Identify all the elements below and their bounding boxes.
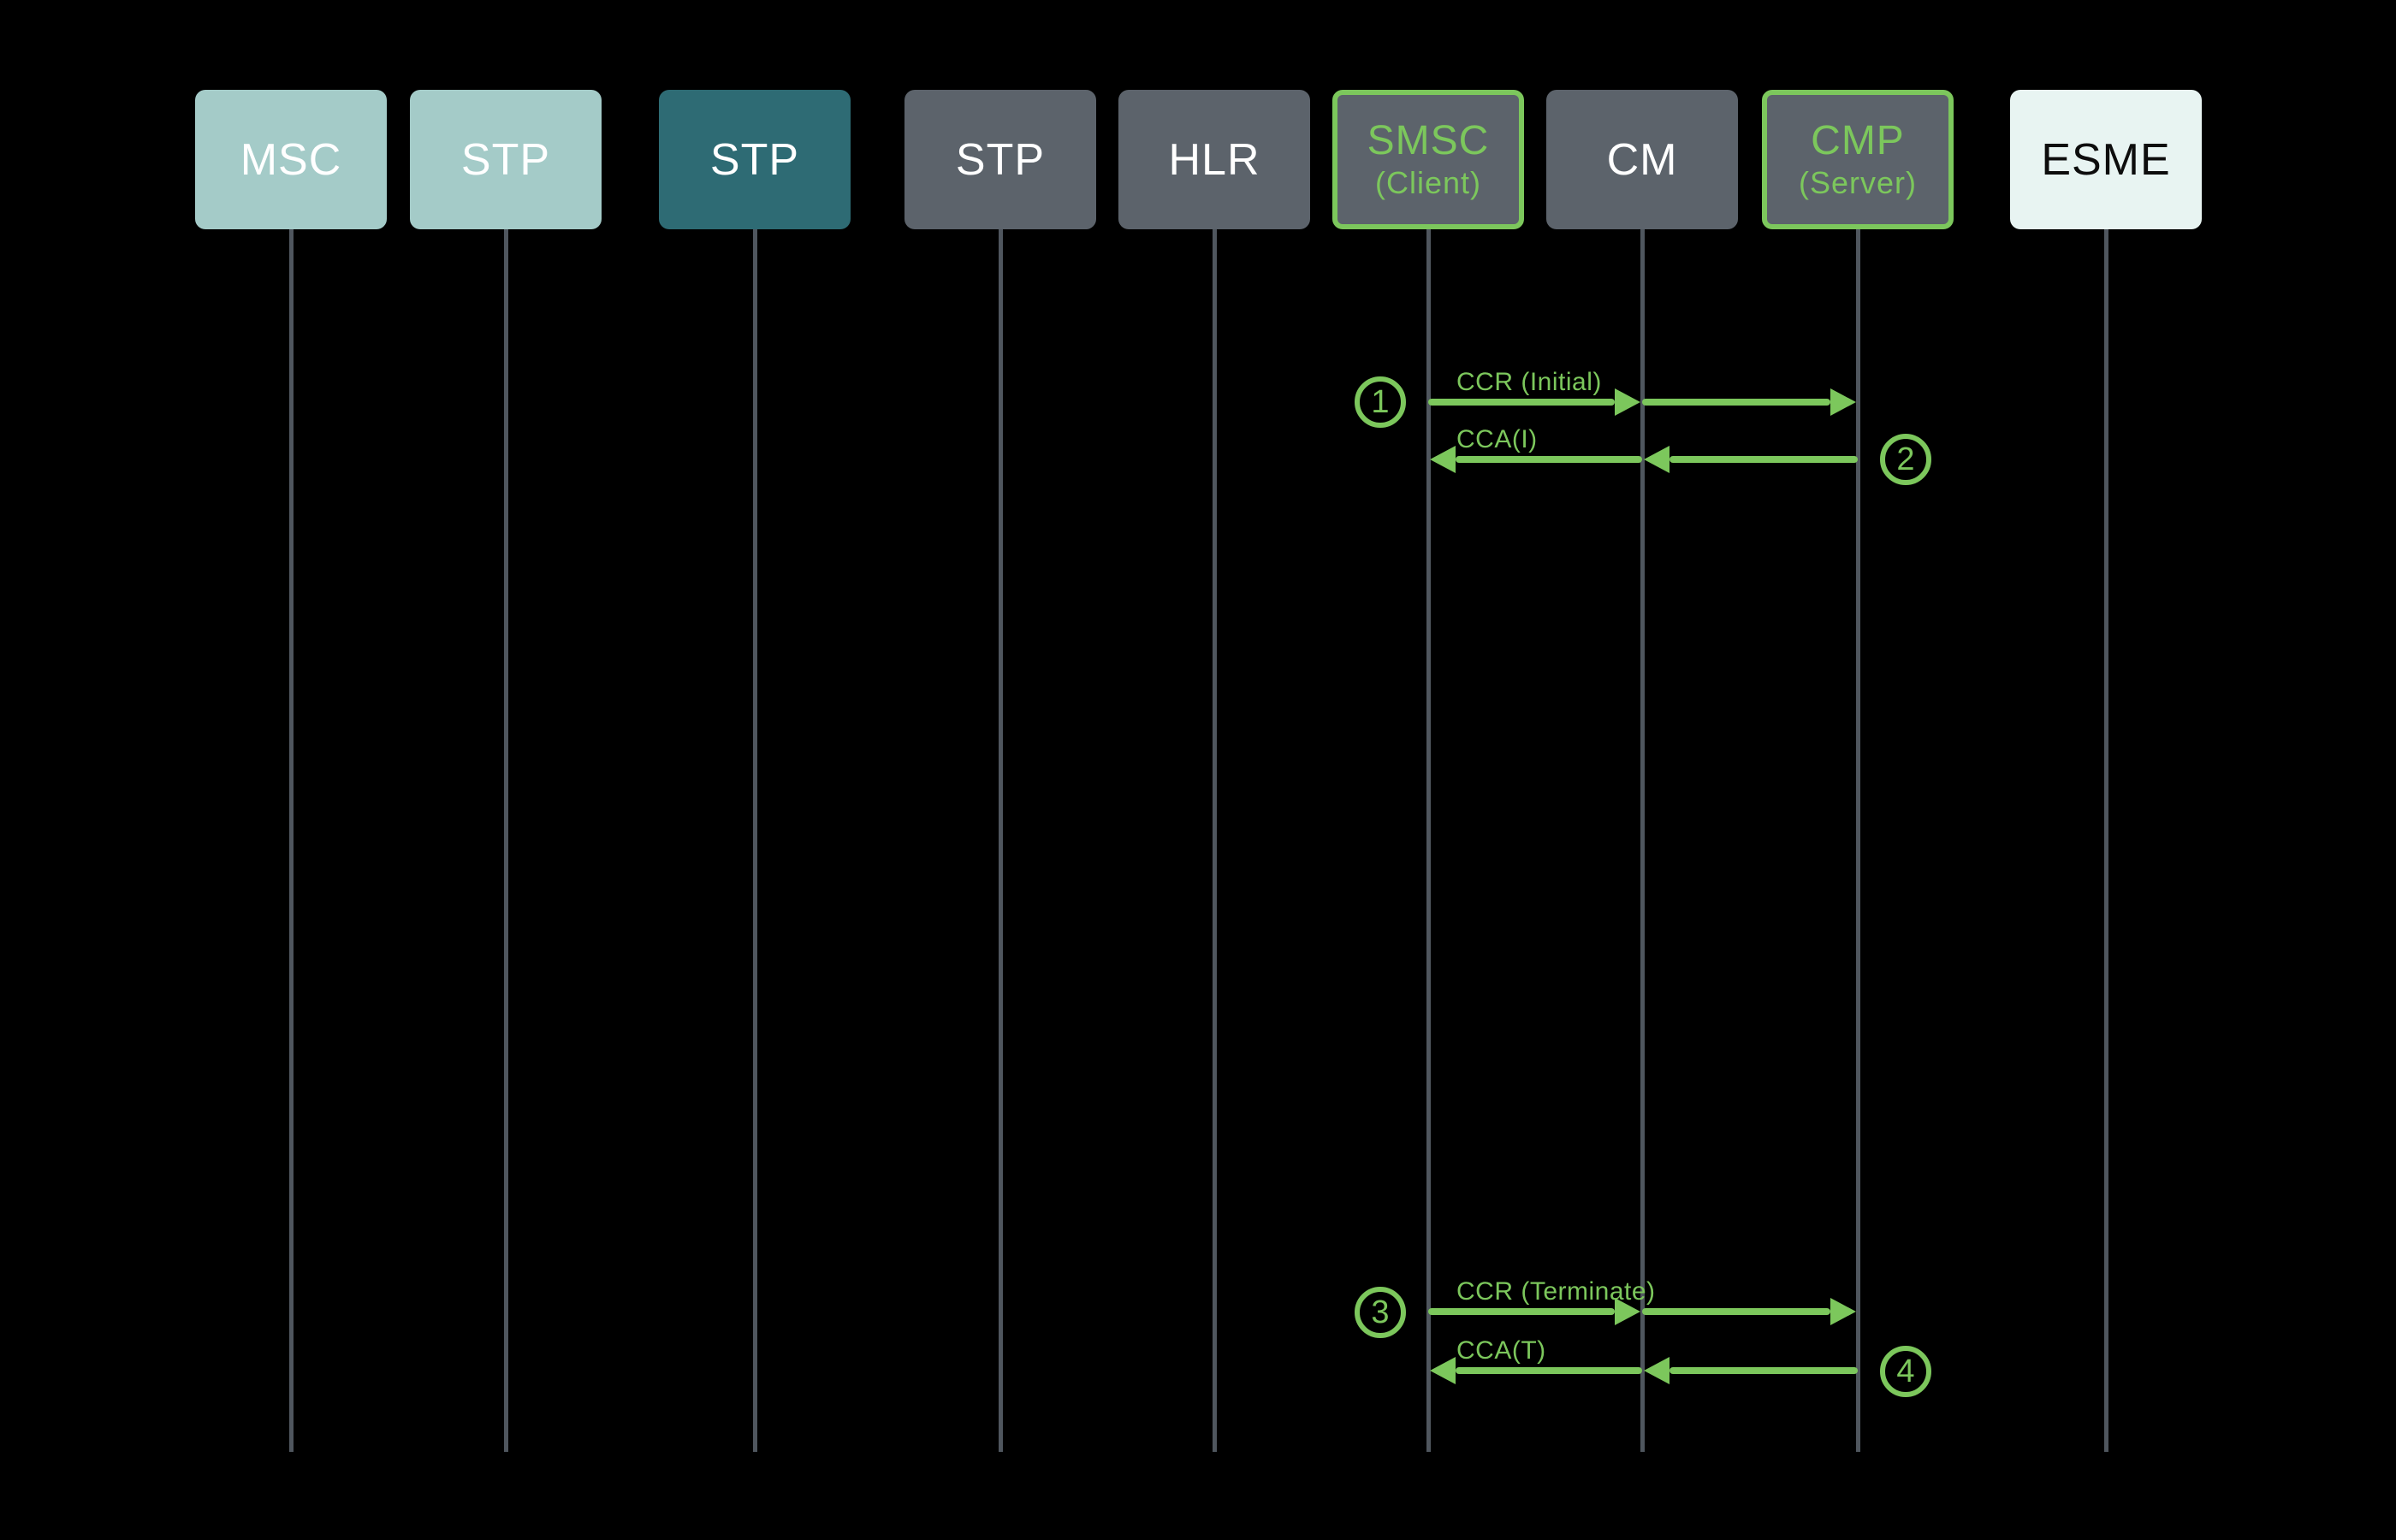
lifeline-esme [2104,229,2108,1452]
lifeline-cmp [1856,229,1860,1452]
message-arrow-ccr-initial-seg2 [1642,388,1856,416]
step-number: 1 [1371,383,1390,420]
arrowhead-right-icon [1830,388,1856,416]
actor-box-msc: MSC [195,90,387,229]
step-circle-4: 4 [1880,1346,1931,1397]
actor-label: STP [460,134,551,185]
actor-label: CM [1606,134,1678,185]
actor-label: MSC [240,134,342,185]
lifeline-stp-2 [753,229,757,1452]
message-label-cca-t: CCA(T) [1456,1336,1546,1365]
arrowhead-left-icon [1644,1357,1669,1384]
message-arrow-cca-i-seg1 [1430,446,1642,473]
arrowhead-left-icon [1430,446,1456,473]
message-arrow-cca-t-seg2 [1644,1357,1858,1384]
step-number: 4 [1896,1353,1915,1389]
actor-box-cm: CM [1546,90,1738,229]
actor-box-stp-1: STP [410,90,602,229]
actor-sublabel: (Server) [1798,164,1917,200]
actor-box-stp-3: STP [904,90,1096,229]
arrowhead-right-icon [1830,1298,1856,1325]
actor-box-smsc-client: SMSC (Client) [1332,90,1524,229]
arrowhead-left-icon [1644,446,1669,473]
step-circle-2: 2 [1880,434,1931,485]
actor-sublabel: (Client) [1374,164,1481,200]
actor-box-stp-2: STP [659,90,851,229]
actor-label: CMP [1811,117,1905,163]
actor-label: STP [955,134,1046,185]
step-circle-3: 3 [1355,1287,1406,1338]
lifeline-stp-1 [504,229,508,1452]
arrowhead-left-icon [1430,1357,1456,1384]
message-arrow-ccr-terminate-seg2 [1642,1298,1856,1325]
step-number: 3 [1371,1294,1390,1330]
actor-label: ESME [2041,134,2171,185]
lifeline-msc [289,229,294,1452]
actor-box-esme: ESME [2010,90,2202,229]
lifeline-cm [1640,229,1645,1452]
arrowhead-right-icon [1615,388,1640,416]
actor-label: STP [709,134,800,185]
message-arrow-ccr-terminate-seg1 [1428,1298,1640,1325]
actor-label: SMSC [1367,117,1490,163]
step-circle-1: 1 [1355,376,1406,428]
lifeline-hlr [1213,229,1217,1452]
step-number: 2 [1896,441,1915,477]
actor-label: HLR [1168,134,1260,185]
actor-box-cmp-server: CMP (Server) [1762,90,1954,229]
lifeline-stp-3 [999,229,1003,1452]
message-arrow-cca-i-seg2 [1644,446,1858,473]
actor-box-hlr: HLR [1118,90,1310,229]
arrowhead-right-icon [1615,1298,1640,1325]
message-arrow-ccr-initial-seg1 [1428,388,1640,416]
message-arrow-cca-t-seg1 [1430,1357,1642,1384]
lifeline-smsc [1426,229,1431,1452]
message-label-cca-i: CCA(I) [1456,425,1538,453]
message-label-ccr-initial: CCR (Initial) [1456,368,1602,396]
